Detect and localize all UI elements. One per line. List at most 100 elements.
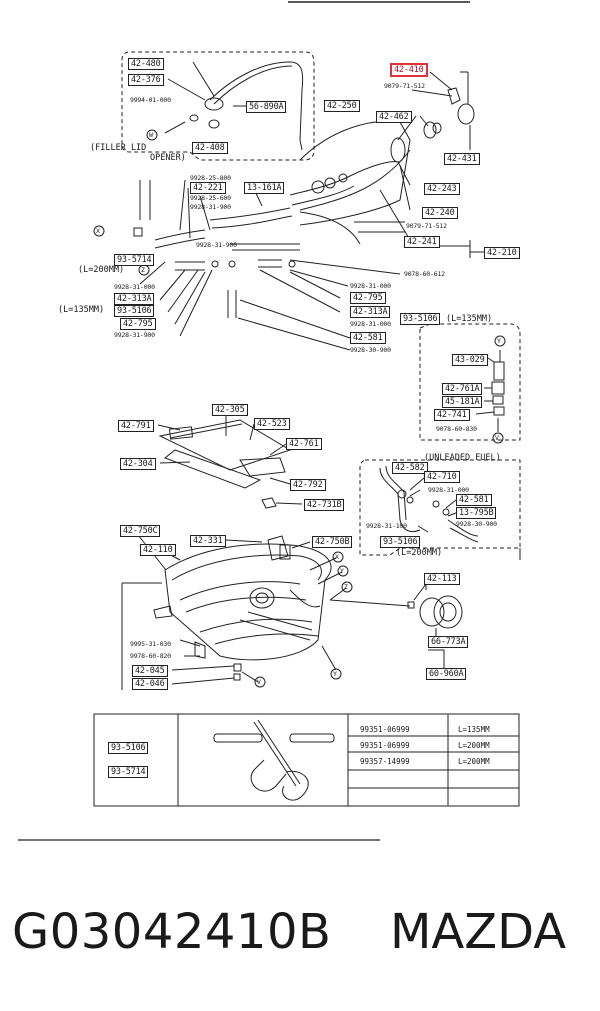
part-label-9928-31-000-d: 9928-31-000 <box>428 486 469 494</box>
part-label-9995-31-030: 9995-31-030 <box>130 640 171 648</box>
part-label-9078-60-830: 9078-60-830 <box>436 425 477 433</box>
part-number-title: G03042410B <box>12 904 332 960</box>
hose-table-code-1: 99351-06999 <box>360 725 410 734</box>
part-label-42-241[interactable]: 42-241 <box>404 236 440 248</box>
callout-w-letter: W <box>149 131 153 139</box>
callout-z-letter: Z <box>141 266 145 274</box>
part-label-9928-31-100: 9928-31-100 <box>366 522 407 530</box>
hose-table-length-2: L=200MM <box>458 741 490 750</box>
part-label-42-110[interactable]: 42-110 <box>140 544 176 556</box>
part-label-42-710[interactable]: 42-710 <box>424 471 460 483</box>
caption-l-135-right: (L=135MM) <box>446 314 493 324</box>
part-label-42-581-right[interactable]: 42-581 <box>456 494 492 506</box>
callout-y3-letter: Y <box>333 670 337 678</box>
part-label-42-582[interactable]: 42-582 <box>392 462 428 474</box>
part-label-9078-60-612: 9078-60-612 <box>404 270 445 278</box>
part-label-66-773a[interactable]: 66-773A <box>428 636 469 648</box>
part-label-9079-71-512: 9079-71-512 <box>384 82 425 90</box>
part-label-42-304[interactable]: 42-304 <box>120 458 156 470</box>
part-label-93-5106[interactable]: 93-5106 <box>114 305 155 317</box>
part-label-42-045[interactable]: 42-045 <box>132 665 168 677</box>
callout-z2-letter: Z <box>344 583 348 591</box>
part-label-42-480[interactable]: 42-480 <box>128 58 164 70</box>
part-label-9928-31-900-c: 9928-31-900 <box>114 331 155 339</box>
part-label-42-581[interactable]: 42-581 <box>350 332 386 344</box>
callout-x2-letter: X <box>335 553 339 561</box>
part-label-42-791[interactable]: 42-791 <box>118 420 154 432</box>
callout-v2 <box>254 676 266 688</box>
part-label-42-243[interactable]: 42-243 <box>424 183 460 195</box>
part-label-43-029[interactable]: 43-029 <box>452 354 488 366</box>
part-label-42-305[interactable]: 42-305 <box>212 404 248 416</box>
part-label-93-5106-right-2[interactable]: 93-5106 <box>380 536 421 548</box>
part-label-42-408[interactable]: 42-408 <box>192 142 228 154</box>
hose-table-code-3: 99357-14999 <box>360 757 410 766</box>
part-label-60-960a[interactable]: 60-960A <box>426 668 467 680</box>
part-label-42-210[interactable]: 42-210 <box>484 247 520 259</box>
part-label-42-795[interactable]: 42-795 <box>350 292 386 304</box>
part-label-56-890a[interactable]: 56-890A <box>246 101 287 113</box>
caption-filler-lid: (FILLER LID <box>90 143 147 153</box>
part-label-42-761[interactable]: 42-761 <box>286 438 322 450</box>
part-label-9994-01-000: 9994-01-000 <box>130 96 171 104</box>
callout-v <box>492 432 504 444</box>
callout-w <box>146 129 158 141</box>
part-label-42-462[interactable]: 42-462 <box>376 111 412 123</box>
hose-table-length-3: L=200MM <box>458 757 490 766</box>
diagram-drawing <box>18 1 521 841</box>
part-label-42-750b[interactable]: 42-750B <box>312 536 353 548</box>
part-label-42-250[interactable]: 42-250 <box>324 100 360 112</box>
part-label-13-161a[interactable]: 13-161A <box>244 182 285 194</box>
callout-z2 <box>341 581 353 593</box>
part-label-42-741[interactable]: 42-741 <box>434 409 470 421</box>
part-label-9928-31-000-c: 9928-31-000 <box>350 320 391 328</box>
part-label-93-5714[interactable]: 93-5714 <box>114 254 155 266</box>
part-label-9928-31-900-b: 9928-31-900 <box>196 241 237 249</box>
callout-y2 <box>337 565 349 577</box>
part-label-42-376[interactable]: 42-376 <box>128 74 164 86</box>
callout-y <box>494 335 506 347</box>
part-label-42-113[interactable]: 42-113 <box>424 573 460 585</box>
part-label-93-5106-right[interactable]: 93-5106 <box>400 313 441 325</box>
callout-x2 <box>332 551 344 563</box>
part-label-42-046[interactable]: 42-046 <box>132 678 168 690</box>
part-label-9928-31-900: 9928-31-900 <box>190 203 231 211</box>
part-label-42-313a[interactable]: 42-313A <box>350 306 391 318</box>
part-label-42-750c[interactable]: 42-750C <box>120 525 161 537</box>
caption-l-200: (L=200MM) <box>78 265 125 275</box>
callout-y2-letter: Y <box>340 567 344 575</box>
brand-name: MAZDA <box>390 904 567 960</box>
part-label-42-523[interactable]: 42-523 <box>254 418 290 430</box>
part-label-42-795-left[interactable]: 42-795 <box>120 318 156 330</box>
part-label-45-181a[interactable]: 45-181A <box>442 396 483 408</box>
part-label-42-761a[interactable]: 42-761A <box>442 383 483 395</box>
part-label-13-795b[interactable]: 13-795B <box>456 507 497 519</box>
part-label-42-221[interactable]: 42-221 <box>190 182 226 194</box>
part-label-9079-71-512-b: 9079-71-512 <box>406 222 447 230</box>
part-label-42-313a-left[interactable]: 42-313A <box>114 293 155 305</box>
part-label-42-331[interactable]: 42-331 <box>190 535 226 547</box>
callout-y3 <box>330 668 342 680</box>
hose-table-part-93-5714[interactable]: 93-5714 <box>108 766 149 778</box>
part-label-9928-30-900: 9928-30-900 <box>350 346 391 354</box>
part-label-42-240[interactable]: 42-240 <box>422 207 458 219</box>
part-label-9928-31-000-b: 9928-31-000 <box>350 282 391 290</box>
callout-x <box>93 225 105 237</box>
hose-table-code-2: 99351-06999 <box>360 741 410 750</box>
part-label-42-731b[interactable]: 42-731B <box>304 499 345 511</box>
caption-unleaded-fuel: (UNLEADED FUEL) <box>424 453 501 463</box>
hose-table-length-1: L=135MM <box>458 725 490 734</box>
hose-table-part-93-5106[interactable]: 93-5106 <box>108 742 149 754</box>
part-label-9978-60-820: 9978-60-820 <box>130 652 171 660</box>
part-label-9928-31-000-a: 9928-31-000 <box>114 283 155 291</box>
part-label-42-431[interactable]: 42-431 <box>444 153 480 165</box>
part-label-9928-25-800: 9928-25-800 <box>190 174 231 182</box>
part-label-9928-30-900-b: 9928-30-900 <box>456 520 497 528</box>
parts-diagram: W X Z Y V X Y Z V Y 42-480 42-376 9994-0… <box>18 1 521 841</box>
callout-v-letter: V <box>495 434 499 442</box>
caption-opener: OPENER) <box>150 153 186 163</box>
callout-v2-letter: V <box>257 678 261 686</box>
part-label-42-410-highlighted[interactable]: 42-410 <box>390 63 428 77</box>
part-label-42-792[interactable]: 42-792 <box>290 479 326 491</box>
callout-x-letter: X <box>96 227 100 235</box>
